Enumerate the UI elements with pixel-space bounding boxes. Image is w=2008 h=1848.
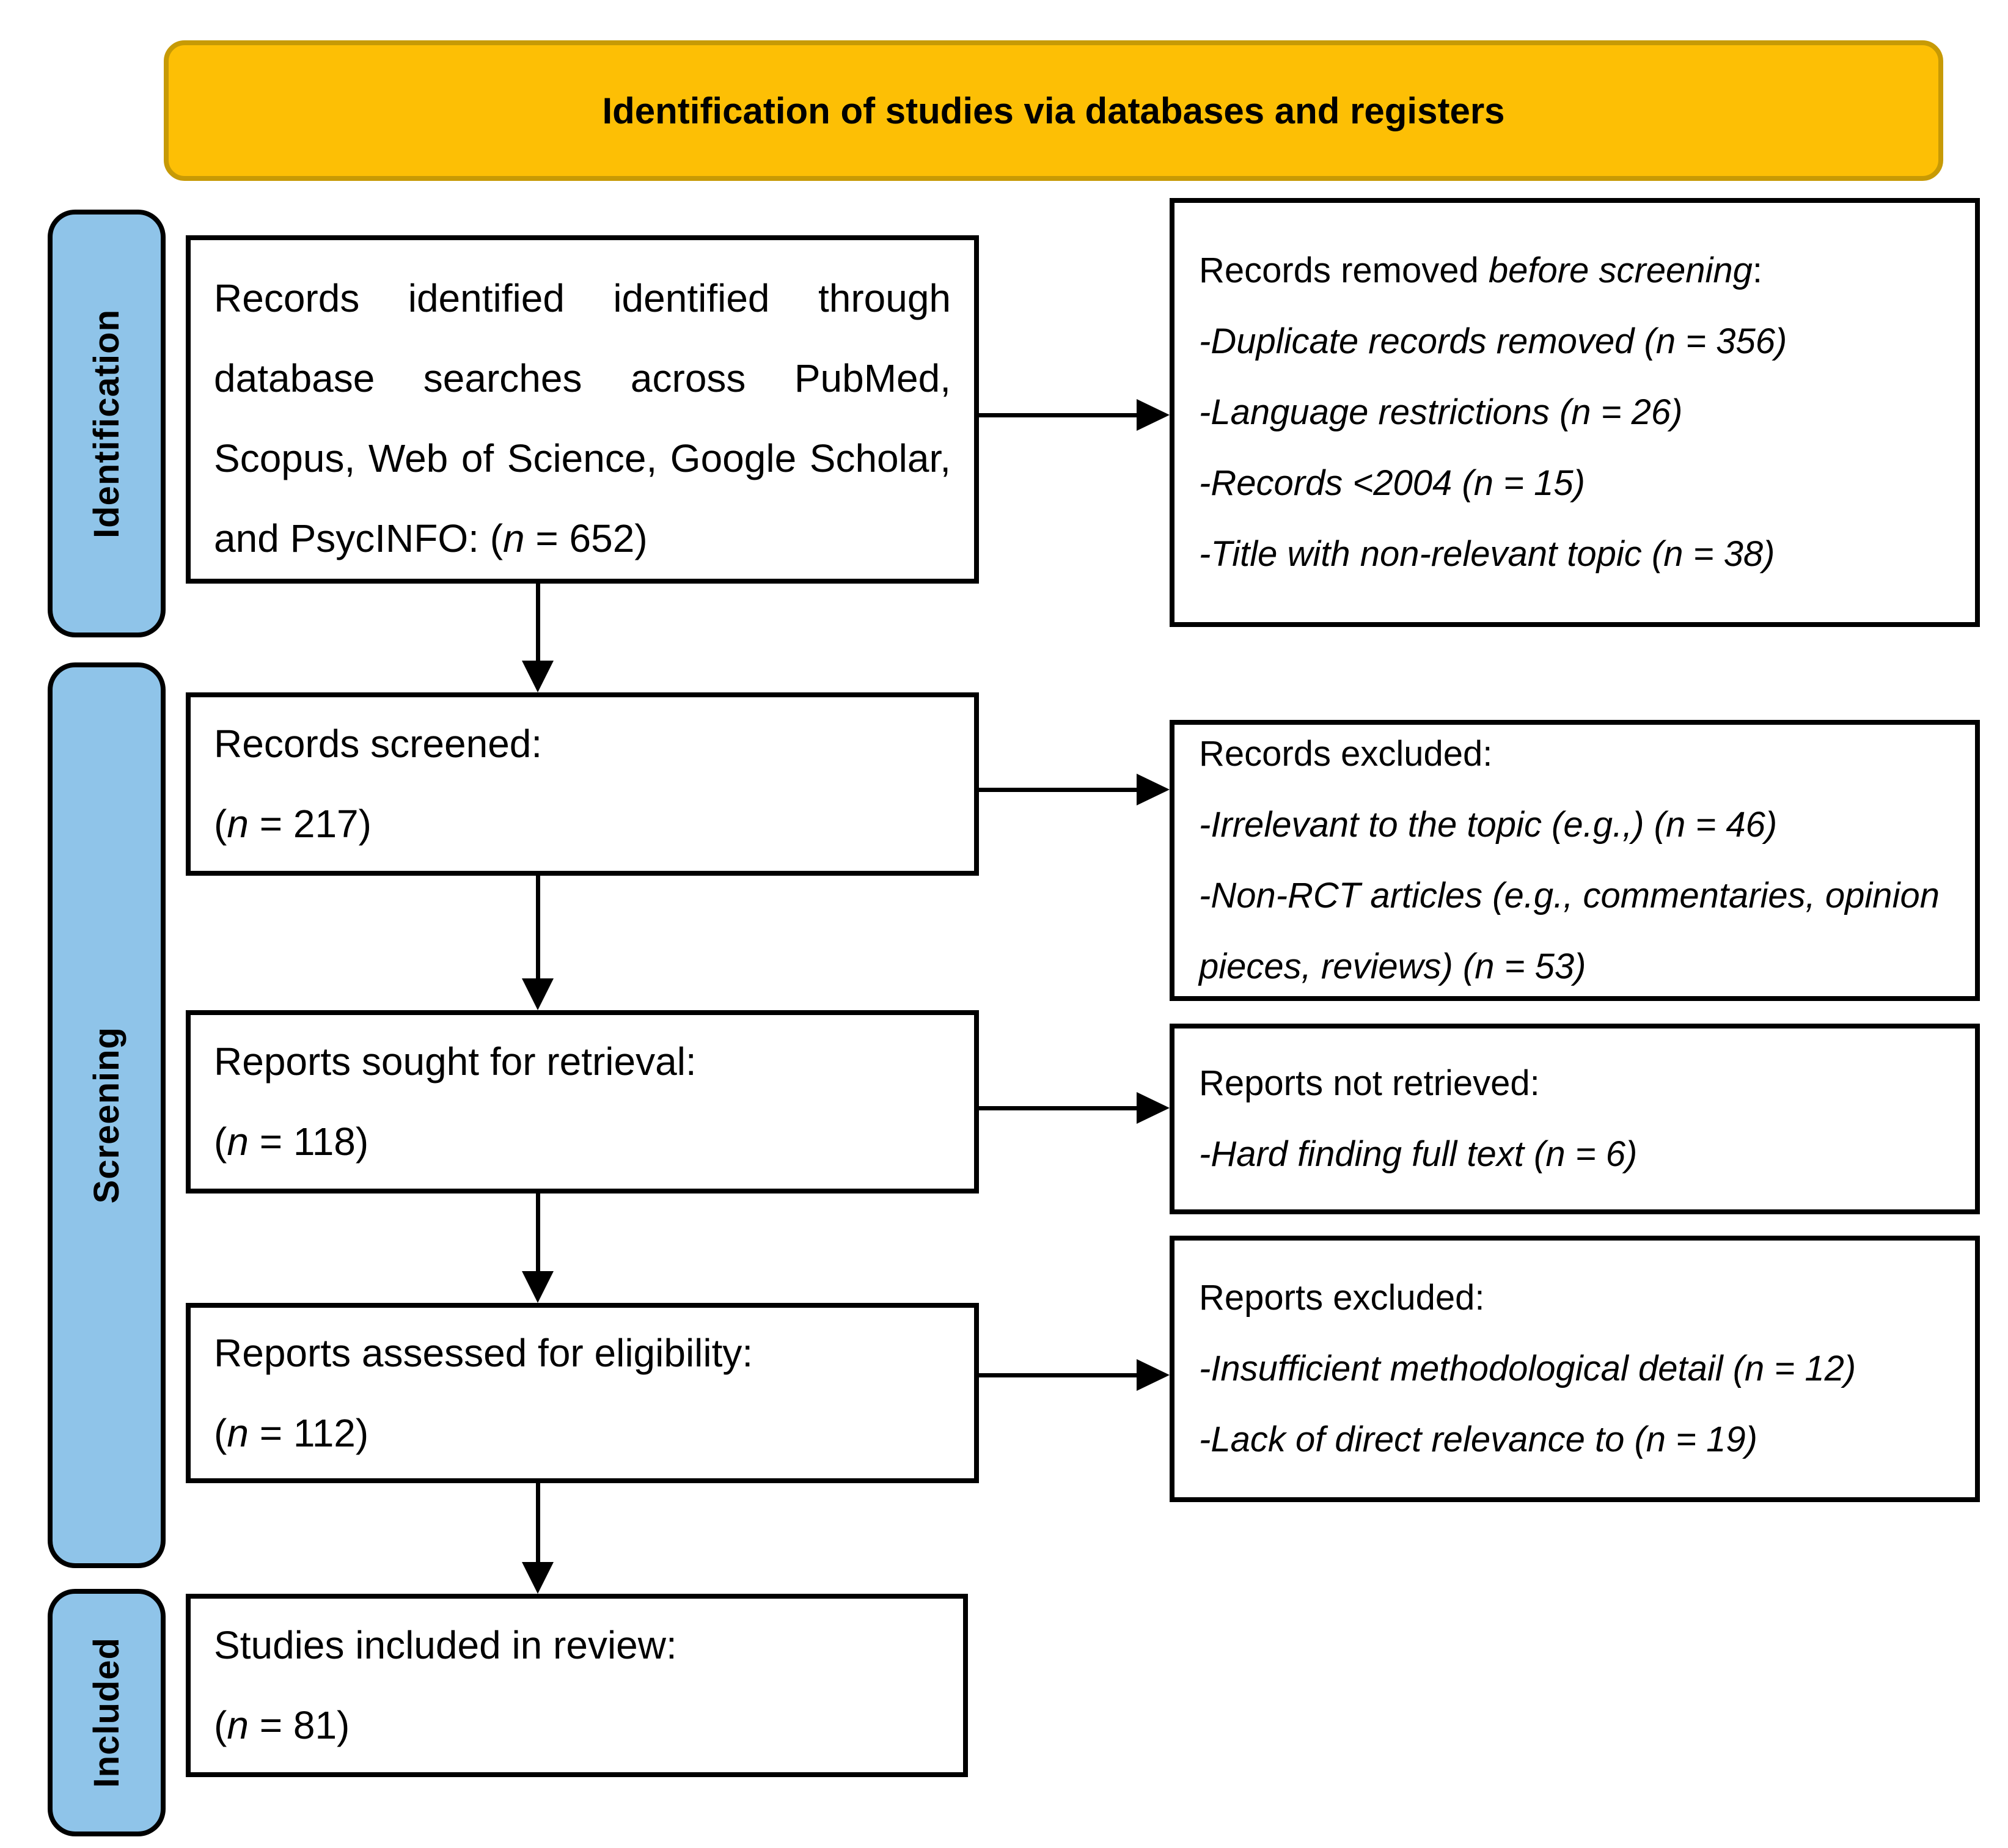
arrow-assessed-to-reports-excluded-head (1137, 1359, 1170, 1391)
records-identified-n-open: ( (478, 516, 503, 560)
records-identified-n-value: = 652) (524, 516, 648, 560)
arrow-sought-to-assessed-head (522, 1271, 554, 1303)
arrow-assessed-to-included-line (536, 1483, 540, 1563)
records-removed-item-language: -Language restrictions (n = 26) (1199, 392, 1683, 432)
records-identified-body: Records identified identified through da… (214, 276, 951, 560)
arrow-screened-to-excluded-head (1137, 774, 1170, 805)
box-reports-sought-for-retrieval: Reports sought for retrieval: (n = 118) (186, 1010, 979, 1194)
reports-not-retrieved-title: Reports not retrieved: (1199, 1063, 1540, 1103)
studies-included-count: (n = 81) (214, 1685, 940, 1766)
arrow-assessed-to-included-head (522, 1562, 554, 1594)
records-removed-title: Records removed before screening: (1199, 235, 1951, 306)
reports-sought-title: Reports sought for retrieval: (214, 1040, 697, 1084)
records-removed-title-suffix: : (1752, 251, 1763, 290)
stage-label-included: Included (48, 1589, 166, 1836)
box-studies-included-in-review: Studies included in review: (n = 81) (186, 1594, 968, 1777)
arrow-screened-to-sought-head (522, 978, 554, 1010)
reports-not-retrieved-item-full-text: -Hard finding full text (n = 6) (1199, 1134, 1638, 1174)
arrow-sought-to-not-retrieved-line (979, 1106, 1137, 1110)
box-reports-excluded: Reports excluded: -Insufficient methodol… (1170, 1236, 1980, 1502)
reports-excluded-item-methodological: -Insufficient methodological detail (n =… (1199, 1349, 1856, 1388)
records-removed-item-duplicates: -Duplicate records removed (n = 356) (1199, 321, 1787, 361)
reports-assessed-title: Reports assessed for eligibility: (214, 1330, 753, 1375)
reports-assessed-count: (n = 112) (214, 1393, 951, 1473)
studies-included-title: Studies included in review: (214, 1623, 677, 1667)
box-reports-assessed-for-eligibility: Reports assessed for eligibility: (n = 1… (186, 1303, 979, 1483)
banner-title: Identification of studies via databases … (602, 90, 1505, 131)
arrow-sought-to-assessed-line (536, 1194, 540, 1272)
records-screened-n-symbol: n (227, 802, 249, 846)
studies-included-n-symbol: n (227, 1703, 249, 1747)
reports-assessed-n-value: = 112) (248, 1410, 369, 1455)
box-reports-not-retrieved: Reports not retrieved: -Hard finding ful… (1170, 1024, 1980, 1214)
records-removed-item-nonrelevant-title: -Title with non-relevant topic (n = 38) (1199, 534, 1775, 574)
box-records-excluded: Records excluded: -Irrelevant to the top… (1170, 720, 1980, 1001)
records-excluded-title: Records excluded: (1199, 734, 1493, 774)
reports-sought-count: (n = 118) (214, 1102, 951, 1182)
arrow-screened-to-sought-line (536, 876, 540, 980)
reports-excluded-item-relevance: -Lack of direct relevance to (n = 19) (1199, 1420, 1757, 1459)
reports-sought-n-symbol: n (227, 1120, 249, 1164)
arrow-screened-to-excluded-line (979, 788, 1137, 792)
records-excluded-item-irrelevant: -Irrelevant to the topic (e.g.,) (n = 46… (1199, 805, 1778, 845)
stage-label-included-text: Included (87, 1637, 126, 1788)
arrow-identified-to-removed-head (1137, 399, 1170, 431)
box-records-removed-before-screening: Records removed before screening: -Dupli… (1170, 198, 1980, 627)
arrow-assessed-to-reports-excluded-line (979, 1373, 1137, 1377)
stage-label-screening: Screening (48, 662, 166, 1568)
arrow-identified-to-screened-line (536, 584, 540, 663)
records-screened-n-open: ( (214, 802, 227, 846)
records-removed-title-italic: before screening (1488, 251, 1753, 290)
reports-assessed-n-open: ( (214, 1410, 227, 1455)
stage-label-screening-text: Screening (87, 1027, 126, 1204)
records-identified-text: Records identified identified through da… (214, 258, 951, 579)
banner: Identification of studies via databases … (164, 40, 1943, 181)
reports-assessed-n-symbol: n (227, 1410, 249, 1455)
arrow-sought-to-not-retrieved-head (1137, 1092, 1170, 1124)
reports-sought-n-value: = 118) (248, 1120, 369, 1164)
records-screened-count: (n = 217) (214, 784, 951, 864)
stage-label-identification-text: Identification (87, 309, 126, 538)
stage-label-identification: Identification (48, 210, 166, 637)
records-screened-n-value: = 217) (248, 802, 372, 846)
studies-included-n-open: ( (214, 1703, 227, 1747)
records-excluded-item-non-rct: -Non-RCT articles (e.g., commentaries, o… (1199, 876, 1940, 986)
box-records-screened: Records screened: (n = 217) (186, 692, 979, 876)
reports-excluded-title: Reports excluded: (1199, 1278, 1485, 1318)
records-removed-title-prefix: Records removed (1199, 251, 1489, 290)
arrow-identified-to-removed-line (979, 413, 1137, 417)
reports-sought-n-open: ( (214, 1120, 227, 1164)
records-screened-title: Records screened: (214, 722, 543, 766)
box-records-identified: Records identified identified through da… (186, 235, 979, 584)
records-identified-n-symbol: n (503, 516, 525, 560)
studies-included-n-value: = 81) (248, 1703, 350, 1747)
arrow-identified-to-screened-head (522, 661, 554, 692)
records-removed-item-pre2004: -Records <2004 (n = 15) (1199, 463, 1585, 503)
